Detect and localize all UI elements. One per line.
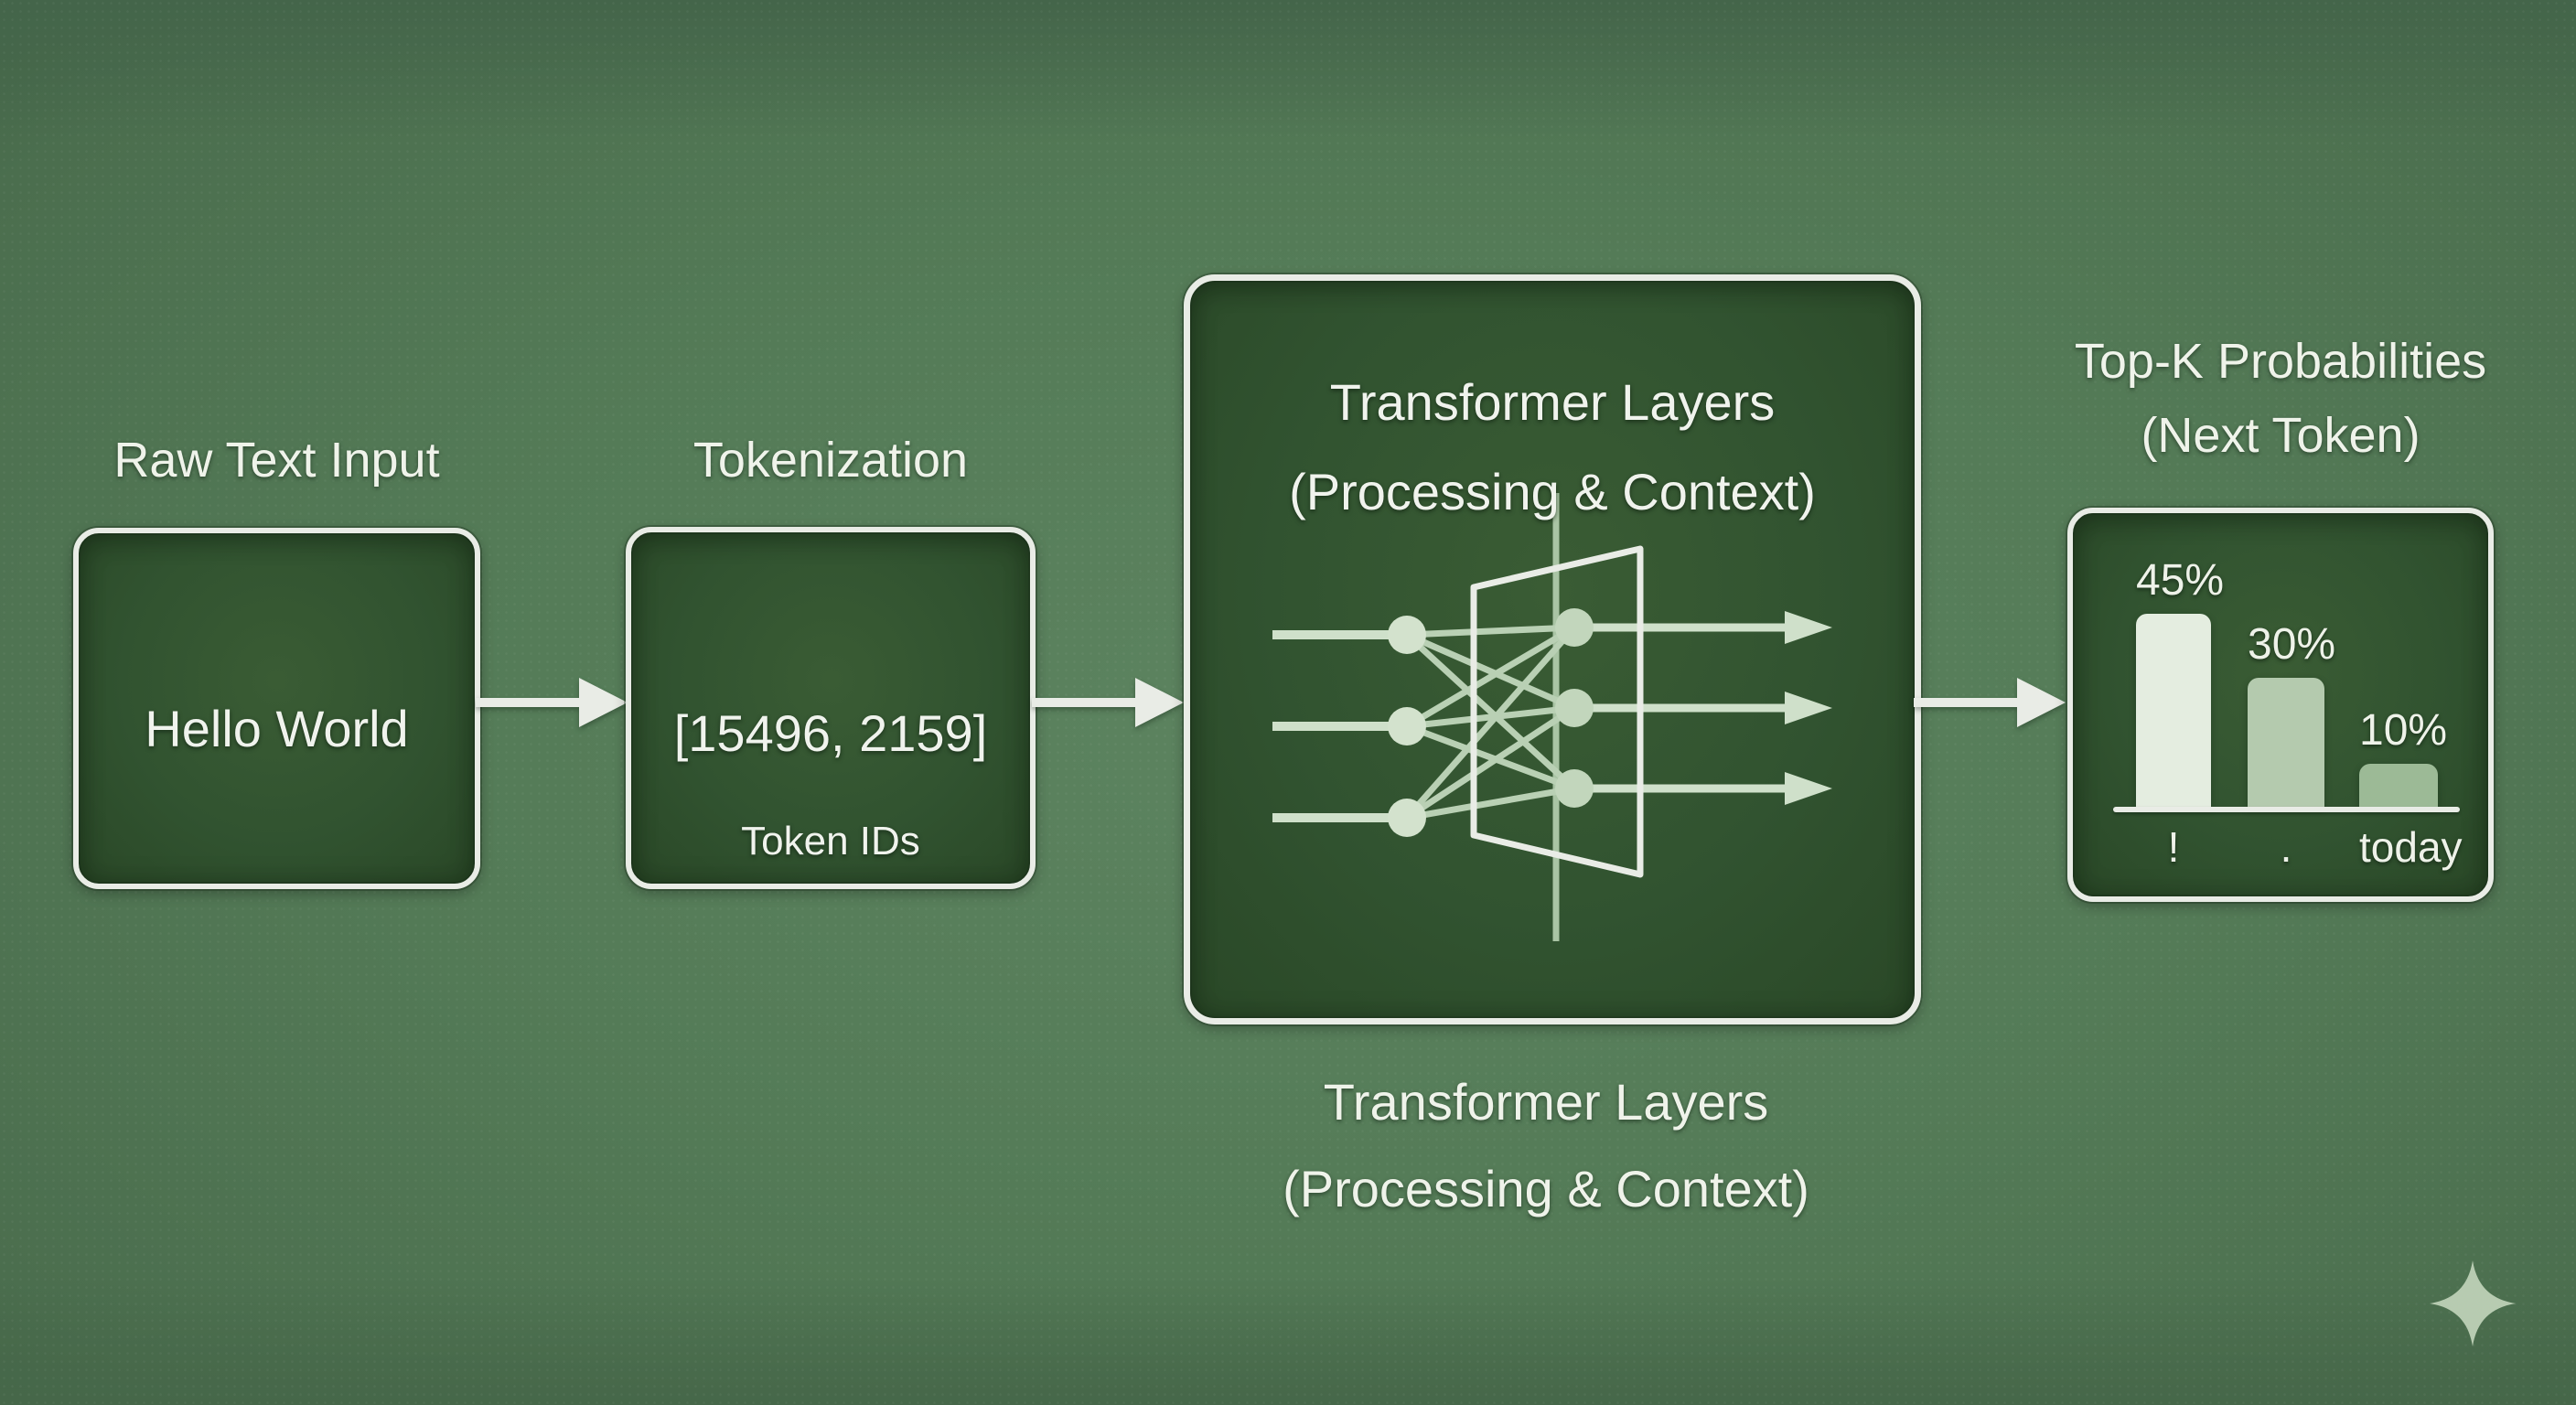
transformer-caption-line1: Transformer Layers	[1323, 1073, 1769, 1131]
token-ids-sublabel: Token IDs	[741, 819, 920, 863]
token-ids-value: [15496, 2159]	[673, 704, 988, 762]
transformer-caption-line2: (Processing & Context)	[1283, 1160, 1809, 1218]
topk-stage-label-line1: Top-K Probabilities	[2074, 334, 2487, 389]
sparkle-icon	[2429, 1260, 2517, 1347]
transformer-title-line2: (Processing & Context)	[1289, 463, 1816, 520]
bar-category-label: today	[2359, 823, 2463, 871]
tokenization-box: [15496, 2159] Token IDs	[626, 527, 1036, 889]
topk-box: 45% 30% 10% ! . today	[2067, 508, 2494, 902]
bar-category-label: .	[2280, 823, 2292, 871]
probability-bar	[2359, 764, 2438, 807]
topk-stage-label: Top-K Probabilities (Next Token)	[2067, 325, 2494, 473]
bar-value-label: 10%	[2359, 706, 2448, 755]
bar-value-label: 45%	[2136, 555, 2225, 605]
bar-value-label: 30%	[2248, 620, 2336, 669]
probability-bar	[2248, 678, 2324, 807]
flow-arrow-2	[1032, 678, 1184, 727]
raw-input-stage-label: Raw Text Input	[113, 433, 440, 488]
topk-bar-chart: 45% 30% 10% ! . today	[2073, 513, 2488, 896]
flow-arrow-3	[1914, 678, 2066, 727]
raw-input-box: Hello World	[73, 528, 480, 889]
transformer-box: Transformer Layers (Processing & Context…	[1184, 274, 1921, 1024]
bar-category-label: !	[2167, 823, 2180, 871]
tokenization-stage-label: Tokenization	[692, 433, 969, 488]
flow-arrow-1	[476, 678, 628, 727]
raw-input-value: Hello World	[145, 700, 409, 757]
probability-bar	[2136, 613, 2211, 807]
transformer-title-line1: Transformer Layers	[1329, 373, 1776, 431]
transformer-caption: Transformer Layers (Processing & Context…	[1184, 1058, 1908, 1232]
transformer-title: Transformer Layers (Processing & Context…	[1190, 358, 1915, 537]
topk-stage-label-line2: (Next Token)	[2141, 408, 2420, 463]
chart-baseline	[2113, 807, 2460, 812]
neural-network-icon	[1272, 493, 1832, 941]
